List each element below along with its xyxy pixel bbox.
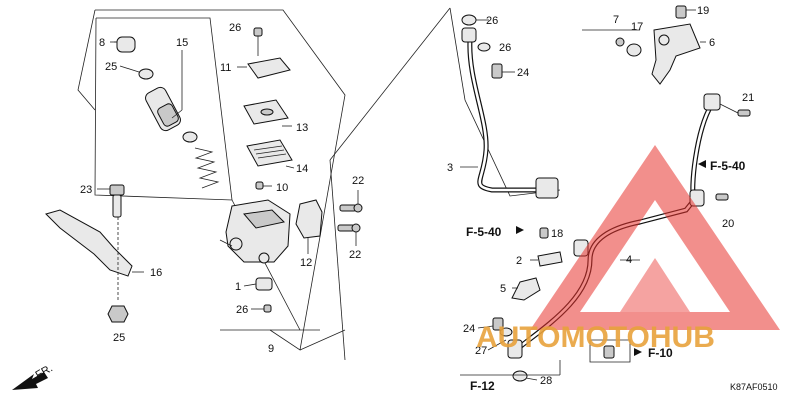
ref-arrow-f540-left [516, 226, 524, 234]
part-6-bracket [651, 23, 706, 85]
watermark-triangle [530, 145, 780, 330]
callout-2: 2 [516, 255, 522, 267]
part-11-reservoir-cap [237, 57, 291, 79]
callout-20: 20 [722, 218, 734, 230]
ref-f10: F-10 [648, 346, 673, 360]
callout-24-top: 24 [517, 67, 529, 79]
callout-19: 19 [697, 5, 709, 17]
part-12-holder [295, 199, 323, 254]
part-24-bolt-top [491, 63, 515, 79]
callout-16: 16 [150, 267, 162, 279]
ref-arrow-f540-right [698, 160, 706, 168]
callout-14: 14 [296, 163, 308, 175]
callout-10: 10 [276, 182, 288, 194]
part-27-circlip [119, 65, 154, 80]
part-2-guide [537, 251, 563, 267]
callout-26-a: 26 [486, 15, 498, 27]
front-arrow: FR. [12, 362, 55, 390]
callout-17: 17 [631, 21, 643, 33]
callout-26-c: 27 [475, 345, 487, 357]
callout-9: 9 [268, 343, 274, 355]
part-19-bolt [675, 5, 696, 19]
callout-23: 23 [80, 184, 92, 196]
part-22-bolts [337, 190, 363, 246]
part-8-boot [110, 36, 136, 53]
master-cylinder-group [77, 9, 363, 351]
group-boundary-left [77, 9, 96, 111]
part-20-bolt [715, 193, 729, 201]
part-29-screw [251, 304, 272, 313]
bolt-21 [719, 103, 741, 115]
callout-7: 7 [613, 14, 619, 26]
ref-f12: F-12 [470, 379, 495, 393]
part-9-master-cylinder-body [219, 199, 291, 264]
callout-1: 1 [235, 281, 241, 293]
callout-26-d: 28 [540, 375, 552, 387]
watermark-text: AUTOMOTOHUB [476, 321, 715, 354]
caliper-bleeder [603, 345, 615, 359]
callout-28: 26 [229, 22, 241, 34]
callout-21: 21 [742, 92, 754, 104]
callout-26-b: 26 [499, 42, 511, 54]
callout-24-bottom: 24 [463, 323, 475, 335]
front-label: FR. [34, 362, 55, 381]
part-7-collar [615, 37, 625, 47]
ref-arrow-f10 [634, 348, 642, 356]
part-5-stay [511, 277, 541, 301]
callout-22-bottom: 22 [349, 249, 361, 261]
spring [182, 131, 220, 189]
part-15-piston-set [145, 50, 183, 132]
callout-18: 18 [551, 228, 563, 240]
part-14-diaphragm [246, 139, 295, 169]
watermark: AUTOMOTOHUB [476, 145, 780, 354]
hose-4-fitting-top [703, 93, 721, 111]
caliper-box [589, 339, 631, 363]
hose-3-fitting-bottom [535, 177, 559, 199]
ref-f5-40-right: F-5-40 [710, 159, 746, 173]
callout-22-top: 22 [352, 175, 364, 187]
group-boundary-outer [95, 9, 346, 351]
part-25-nut [107, 305, 129, 323]
part-26-washer-d [512, 370, 528, 382]
part-16-lever [45, 209, 133, 277]
hose-3-fitting-top [461, 27, 477, 43]
callout-12: 12 [300, 257, 312, 269]
callout-25: 25 [113, 332, 125, 344]
part-24-bolt-bottom [492, 317, 504, 331]
part-28-screw [253, 27, 263, 56]
part-26-washer-a [461, 14, 477, 26]
divider-line-1 [329, 7, 451, 161]
callout-labels: 8 25 15 26 11 13 14 10 12 22 22 1 26 9 2… [80, 5, 754, 387]
callout-11: 11 [220, 62, 231, 74]
callout-8: 8 [99, 37, 105, 49]
part-26-washer-c [499, 327, 513, 337]
part-21-bolt [737, 109, 751, 117]
part-23-pivot-bolt [97, 184, 125, 218]
ref-f5-40-left: F-5-40 [466, 225, 502, 239]
callout-29: 26 [236, 304, 248, 316]
part-3-upper-hose [467, 37, 543, 193]
part-17-bush [626, 43, 642, 57]
part-26-washer-b [477, 42, 491, 52]
lever-group [45, 184, 144, 323]
callout-27: 25 [105, 61, 117, 73]
callout-15: 15 [176, 37, 188, 49]
divider-line-4 [329, 159, 346, 361]
section-refs: F-5-40 F-5-40 F-10 F-12 [466, 159, 746, 393]
callout-13: 13 [296, 122, 308, 134]
part-18-bolt [539, 227, 549, 239]
group-boundary-bottom [299, 329, 346, 351]
callout-5: 5 [500, 283, 506, 295]
callout-3: 3 [447, 162, 453, 174]
part-13-plate [243, 99, 292, 127]
hose-4-fitting-bottom [507, 339, 523, 359]
part-10-screw [255, 181, 272, 190]
callout-6: 6 [709, 37, 715, 49]
figure-code: K87AF0510 [730, 382, 778, 392]
part-1-switch [243, 277, 273, 291]
